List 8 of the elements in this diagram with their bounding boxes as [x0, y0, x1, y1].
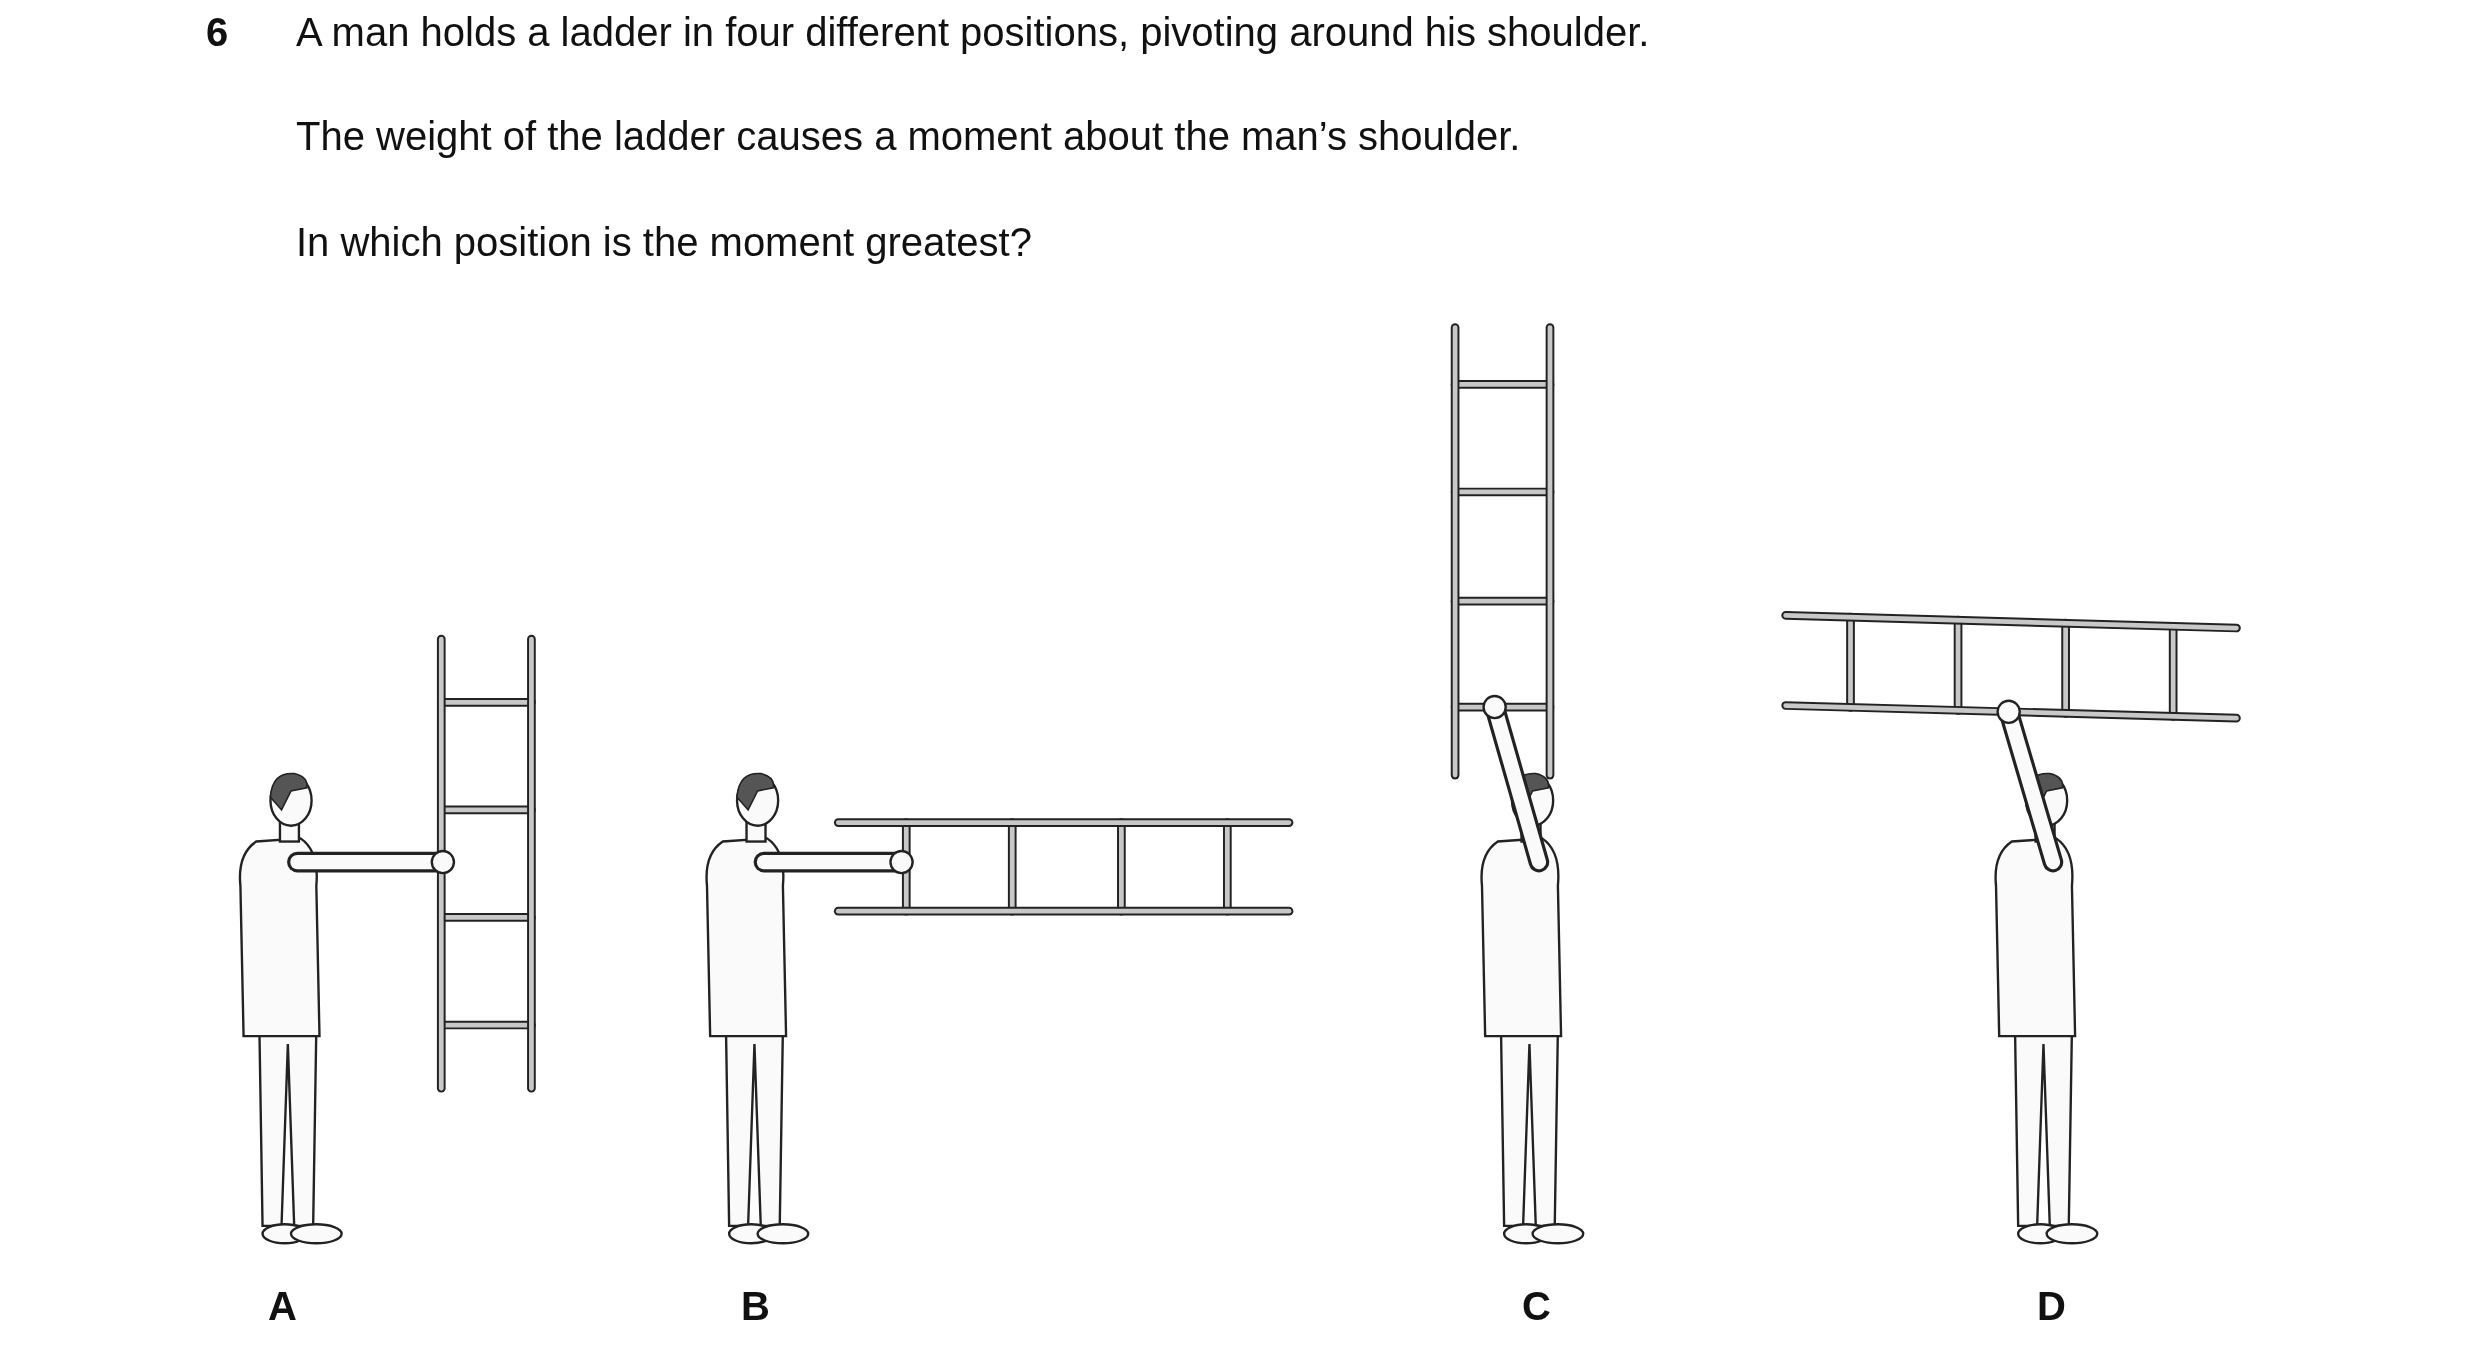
option-label: D	[2037, 1283, 2066, 1330]
question-text: A man holds a ladder in four different positions, pivoting around his shoulder.	[296, 9, 1650, 56]
option-label: B	[741, 1283, 770, 1330]
question-number: 6	[206, 9, 229, 56]
option-label: A	[268, 1283, 297, 1330]
question-text: The weight of the ladder causes a moment about the man’s shoulder.	[296, 113, 1521, 160]
option-label: C	[1522, 1283, 1551, 1330]
question-text: In which position is the moment greatest?	[296, 219, 1032, 266]
